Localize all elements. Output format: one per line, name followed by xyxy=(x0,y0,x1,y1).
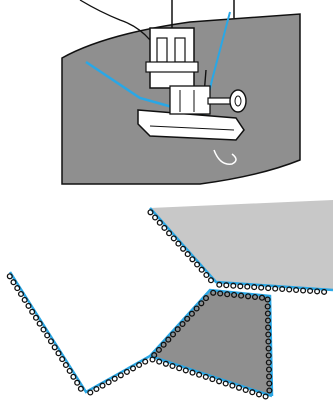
top-panel xyxy=(62,0,300,184)
fabric-dark xyxy=(150,290,272,396)
scallop-loop xyxy=(153,215,158,220)
presser-foot-shank xyxy=(146,0,198,88)
scallop-loop xyxy=(185,252,190,257)
scallop-loop xyxy=(167,231,172,236)
fabric-light xyxy=(150,200,333,290)
scallop-loop xyxy=(209,278,214,283)
bottom-panel xyxy=(7,200,333,399)
scallop-loop xyxy=(204,273,209,278)
